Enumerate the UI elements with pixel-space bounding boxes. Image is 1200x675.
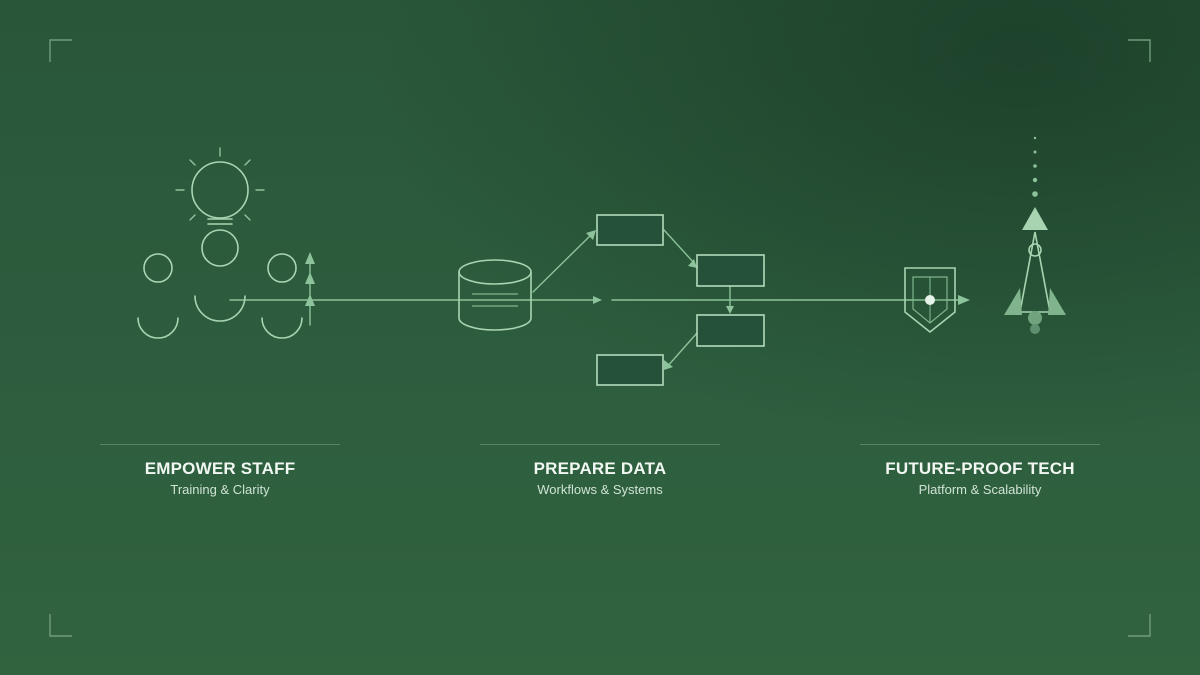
workflow-step-box-2: [696, 254, 765, 287]
section-title: EMPOWER STAFF: [144, 459, 296, 478]
section-future-proof-tech: FUTURE-PROOF TECH Platform & Scalability: [860, 444, 1100, 499]
workflow-step-box-4: [596, 354, 664, 386]
corner-top-left: [49, 39, 72, 62]
workflow-step-box-3: [696, 314, 765, 347]
corner-bottom-left: [49, 614, 72, 637]
lightbulb-team-icon: [137, 147, 315, 339]
database-icon: [458, 259, 532, 331]
database-workflow-icon: [458, 214, 765, 386]
corner-bottom-right: [1128, 614, 1151, 637]
rocket-icon: [1004, 136, 1066, 334]
section-divider: [860, 444, 1100, 445]
flow-arrow-mid: [593, 296, 602, 304]
workflow-connectors: [532, 229, 734, 370]
section-divider: [480, 444, 720, 445]
workflow-step-box-1: [596, 214, 664, 246]
section-subtitle: Training & Clarity: [170, 482, 270, 497]
section-subtitle: Platform & Scalability: [918, 482, 1042, 497]
section-empower-staff: EMPOWER STAFF Training & Clarity: [100, 444, 340, 499]
section-divider: [100, 444, 340, 445]
lightbulb-icon: [175, 147, 265, 225]
section-prepare-data: PREPARE DATA Workflows & Systems: [480, 444, 720, 499]
section-title: FUTURE-PROOF TECH: [885, 459, 1075, 478]
shield-rocket-icon: [904, 136, 1066, 334]
section-title: PREPARE DATA: [533, 459, 667, 478]
corner-top-right: [1128, 39, 1151, 62]
team-people-icon: [137, 229, 303, 339]
shield-icon: [904, 267, 956, 334]
frame-corners: [49, 39, 1151, 637]
section-subtitle: Workflows & Systems: [537, 482, 663, 497]
flow-arrow-right: [958, 295, 970, 305]
growth-arrow-icon: [305, 252, 315, 326]
main-flow-line: [229, 295, 970, 305]
